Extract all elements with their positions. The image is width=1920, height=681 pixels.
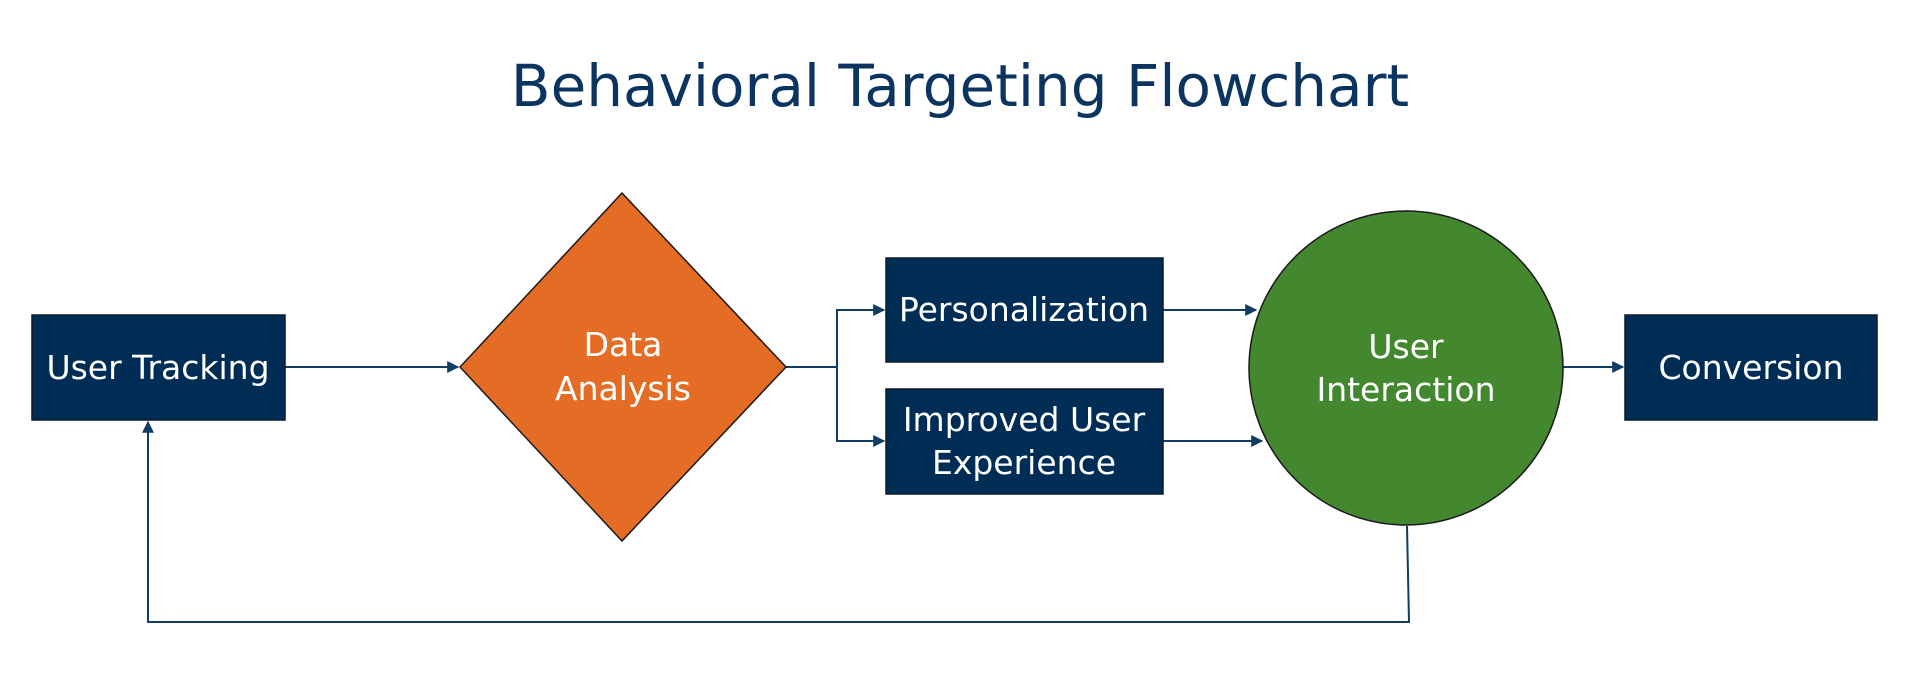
- node-user-tracking-shape: [31, 314, 286, 421]
- node-conversion-shape: [1624, 314, 1878, 421]
- node-user-tracking[interactable]: User Tracking: [31, 314, 286, 421]
- node-improved-user-experience-shape: [885, 388, 1164, 495]
- node-data-analysis[interactable]: Data Analysis: [458, 191, 788, 543]
- node-conversion-label: Conversion: [1658, 348, 1843, 387]
- node-data-analysis-shape: [458, 191, 788, 543]
- node-user-interaction[interactable]: User Interaction: [1248, 210, 1564, 526]
- node-personalization-shape: [885, 257, 1164, 363]
- node-user-interaction-label-line1: User: [1368, 327, 1444, 366]
- edge-data-analysis-to-improved-user-experience: [836, 367, 886, 447]
- node-user-interaction-label-line2: Interaction: [1316, 370, 1495, 409]
- node-data-analysis-label-line1: Data: [584, 325, 663, 364]
- node-conversion[interactable]: Conversion: [1624, 314, 1878, 421]
- node-data-analysis-label-line2: Analysis: [555, 369, 691, 408]
- diagram-title: Behavioral Targeting Flowchart: [510, 52, 1410, 120]
- edges: [142, 304, 1625, 623]
- node-user-tracking-label: User Tracking: [46, 348, 269, 387]
- node-improved-user-experience[interactable]: Improved User Experience: [885, 388, 1164, 495]
- node-personalization[interactable]: Personalization: [885, 257, 1164, 363]
- edge-data-analysis-to-personalization: [836, 304, 886, 367]
- edge-feedback-loop-user-interaction-to-user-tracking: [142, 420, 1411, 623]
- node-improved-user-experience-label-line2: Experience: [932, 443, 1116, 482]
- node-improved-user-experience-label-line1: Improved User: [903, 400, 1146, 439]
- node-user-interaction-shape: [1248, 210, 1564, 526]
- node-personalization-label: Personalization: [899, 290, 1149, 329]
